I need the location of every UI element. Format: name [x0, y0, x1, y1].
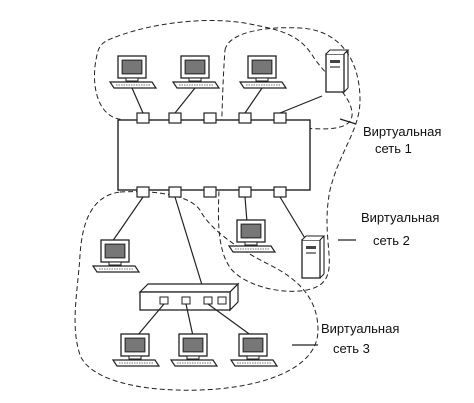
workstation-3 [239, 55, 287, 89]
small-switch [138, 282, 240, 312]
workstation-6 [112, 333, 160, 367]
vlan1-label-line2: сеть 1 [375, 141, 412, 156]
vlan1-label-line1: Виртуальная [363, 124, 441, 139]
vlan2-label-line1: Виртуальная [361, 210, 439, 225]
server-1 [325, 49, 349, 93]
workstation-7 [170, 333, 218, 367]
vlan3-label-line1: Виртуальная [321, 321, 399, 336]
vlan2-label-line2: сеть 2 [373, 233, 410, 248]
server-2 [301, 235, 325, 279]
workstation-8 [230, 333, 278, 367]
workstation-2 [172, 55, 220, 89]
workstation-5 [228, 219, 276, 253]
vlan1-boundary [93, 20, 353, 130]
workstation-1 [109, 55, 157, 89]
vlan3-label-line2: сеть 3 [333, 341, 370, 356]
vlan3-boundary [74, 191, 319, 391]
main-switch [117, 119, 311, 191]
workstation-4 [92, 239, 140, 273]
